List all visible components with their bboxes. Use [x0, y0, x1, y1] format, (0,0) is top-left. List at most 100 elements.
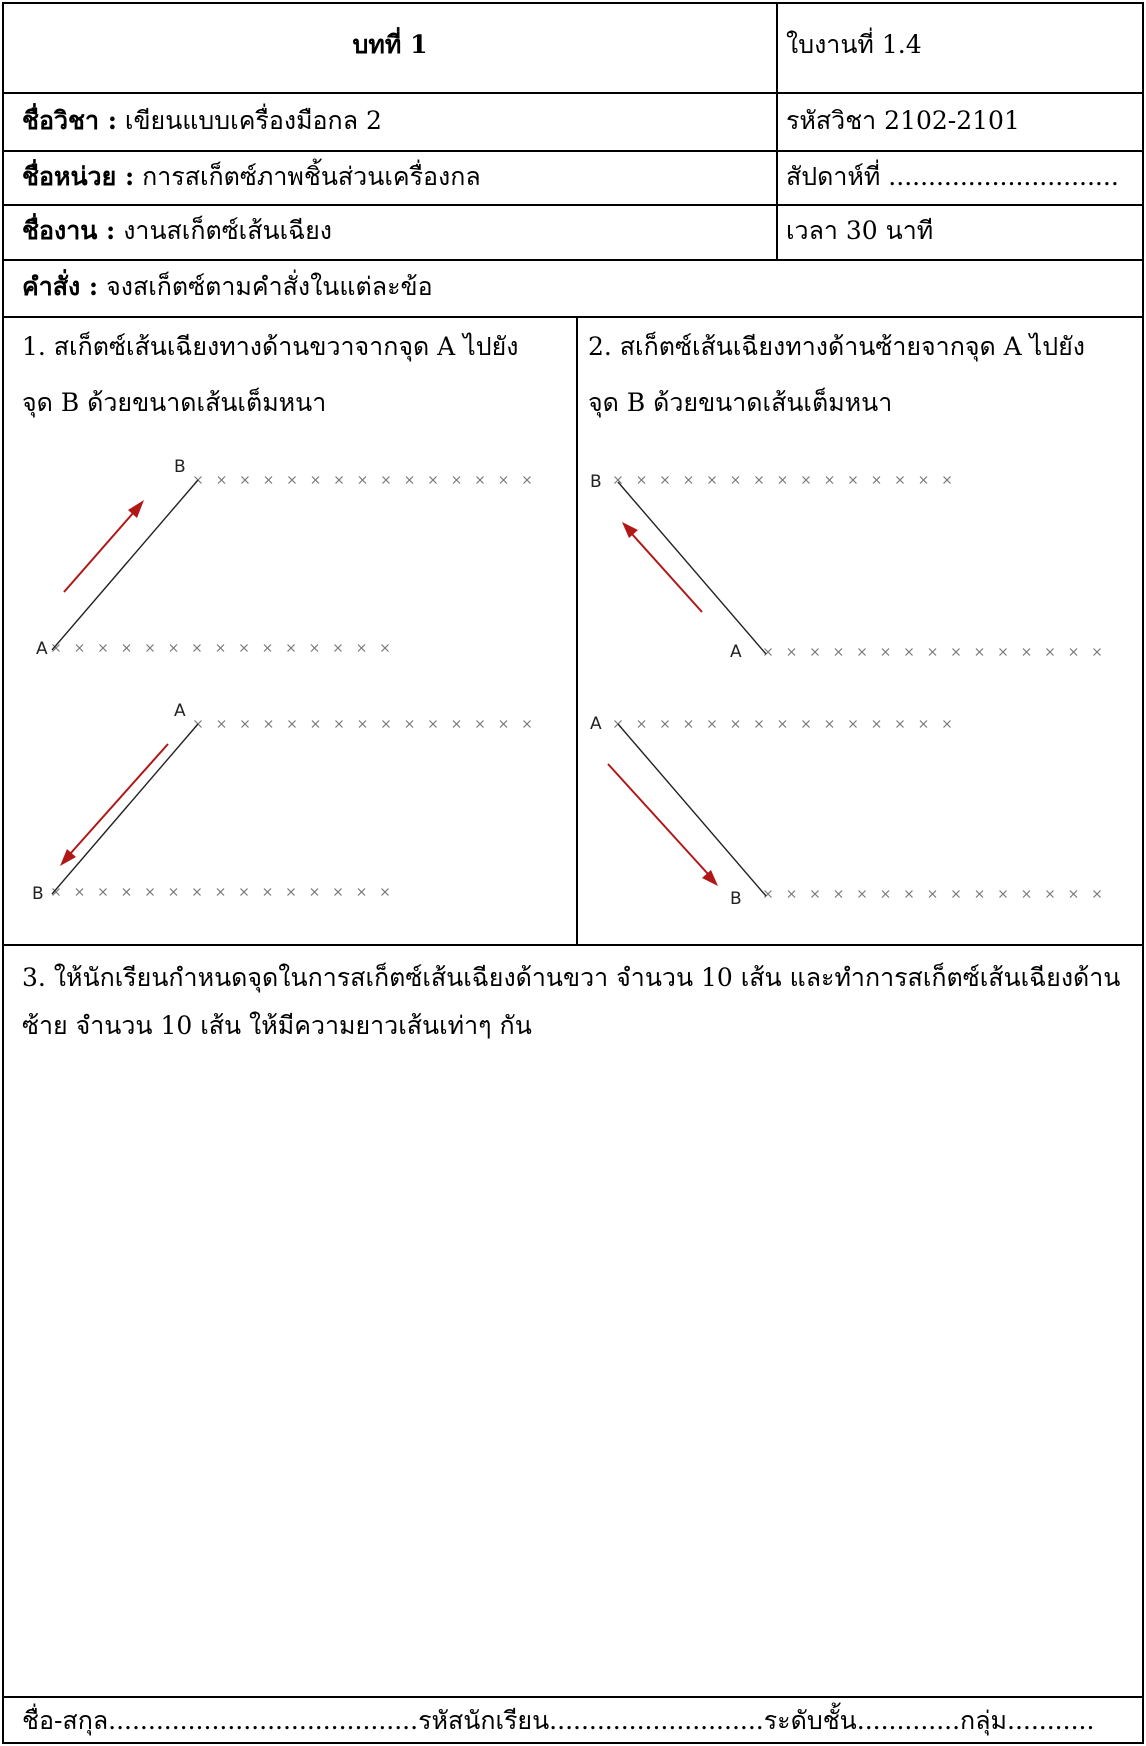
x-mark-icon	[943, 476, 951, 484]
x-mark-row-group	[52, 476, 531, 896]
x-mark-icon	[263, 888, 272, 896]
x-mark-icon	[357, 888, 366, 896]
x-mark-icon	[75, 888, 84, 896]
point-label-b: B	[730, 889, 742, 909]
task1-line2: จุด B ด้วยขนาดเส้นเต็มหนา	[22, 388, 327, 417]
x-mark-icon	[661, 476, 669, 484]
x-mark-icon	[311, 720, 320, 728]
x-mark-icon	[499, 720, 508, 728]
instruction-row: คำสั่ง : จงสเก็ตซ์ตามคำสั่งในแต่ละข้อ	[22, 264, 433, 310]
x-mark-icon	[684, 720, 693, 728]
x-mark-icon	[193, 888, 201, 896]
left-slant-diagram: B A A B	[590, 472, 1101, 909]
point-label-a: A	[36, 639, 48, 659]
x-mark-icon	[335, 476, 343, 484]
instruction-text: จงสเก็ตซ์ตามคำสั่งในแต่ละข้อ	[106, 272, 433, 301]
task-value: งานสเก็ตซ์เส้นเฉียง	[123, 216, 333, 245]
x-mark-icon	[75, 644, 84, 652]
x-mark-icon	[731, 720, 740, 728]
time-field: เวลา 30 นาที	[786, 216, 934, 245]
x-mark-icon	[311, 476, 320, 484]
x-mark-icon	[764, 648, 772, 656]
x-mark-icon	[637, 476, 646, 484]
x-mark-icon	[999, 890, 1007, 898]
x-mark-icon	[452, 476, 461, 484]
instruction-label: คำสั่ง :	[22, 272, 99, 301]
rule	[4, 204, 1142, 206]
x-mark-icon	[755, 720, 763, 728]
x-mark-icon	[52, 644, 60, 652]
red-arrow-icon	[607, 763, 718, 886]
red-arrow-icon	[60, 743, 169, 866]
x-mark-icon	[216, 888, 225, 896]
point-label-b: B	[32, 884, 44, 904]
x-mark-icon	[310, 644, 319, 652]
x-mark-icon	[858, 648, 866, 656]
student-info-line: ชื่อ-สกุล...............................…	[22, 1706, 1095, 1735]
x-mark-icon	[52, 888, 60, 896]
point-label-a: A	[590, 714, 602, 734]
rule	[4, 316, 1142, 318]
x-mark-icon	[241, 476, 249, 484]
x-mark-icon	[99, 888, 107, 896]
x-mark-icon	[975, 648, 984, 656]
x-mark-icon	[787, 648, 796, 656]
x-mark-icon	[684, 476, 693, 484]
x-mark-icon	[405, 720, 414, 728]
x-mark-icon	[802, 476, 810, 484]
x-mark-icon	[382, 720, 390, 728]
x-mark-icon	[264, 476, 273, 484]
x-mark-icon	[193, 644, 201, 652]
x-mark-icon	[834, 890, 843, 898]
x-mark-icon	[778, 720, 787, 728]
point-label-a: A	[174, 701, 186, 721]
x-mark-icon	[405, 476, 414, 484]
x-mark-icon	[755, 476, 763, 484]
red-arrow-icon	[63, 500, 144, 593]
x-mark-icon	[952, 648, 960, 656]
x-mark-icon	[287, 644, 295, 652]
rule	[4, 259, 1142, 261]
x-mark-icon	[1022, 890, 1031, 898]
x-mark-icon	[523, 476, 531, 484]
x-mark-icon	[858, 890, 866, 898]
x-mark-icon	[310, 888, 319, 896]
x-mark-icon	[1069, 890, 1078, 898]
x-mark-icon	[731, 476, 740, 484]
x-mark-icon	[334, 888, 342, 896]
x-mark-icon	[99, 644, 107, 652]
x-mark-icon	[881, 890, 890, 898]
x-mark-icon	[381, 888, 389, 896]
x-mark-icon	[1093, 648, 1101, 656]
x-mark-icon	[146, 644, 154, 652]
task-row: ชื่องาน : งานสเก็ตซ์เส้นเฉียง	[22, 208, 332, 254]
x-mark-icon	[999, 648, 1007, 656]
slant-line-lower	[51, 723, 199, 895]
x-mark-icon	[637, 720, 646, 728]
column-divider	[576, 316, 578, 944]
x-mark-icon	[614, 476, 622, 484]
x-mark-icon	[241, 720, 249, 728]
x-mark-icon	[661, 720, 669, 728]
x-mark-icon	[452, 720, 461, 728]
x-mark-icon	[216, 644, 225, 652]
x-mark-icon	[476, 476, 484, 484]
slant-line-lower	[617, 723, 767, 897]
x-mark-icon	[288, 720, 296, 728]
x-mark-icon	[1022, 648, 1031, 656]
x-mark-icon	[357, 644, 366, 652]
chapter-title: บทที่ 1	[352, 30, 428, 59]
x-mark-icon	[764, 890, 772, 898]
task-label: ชื่องาน :	[22, 216, 116, 245]
column-divider	[776, 4, 778, 259]
x-mark-icon	[122, 644, 131, 652]
x-mark-icon	[499, 476, 508, 484]
x-mark-icon	[811, 890, 819, 898]
x-mark-icon	[708, 476, 716, 484]
x-mark-icon	[1093, 890, 1101, 898]
x-mark-icon	[872, 476, 881, 484]
x-mark-icon	[122, 888, 131, 896]
x-mark-icon	[952, 890, 960, 898]
x-mark-icon	[169, 644, 178, 652]
